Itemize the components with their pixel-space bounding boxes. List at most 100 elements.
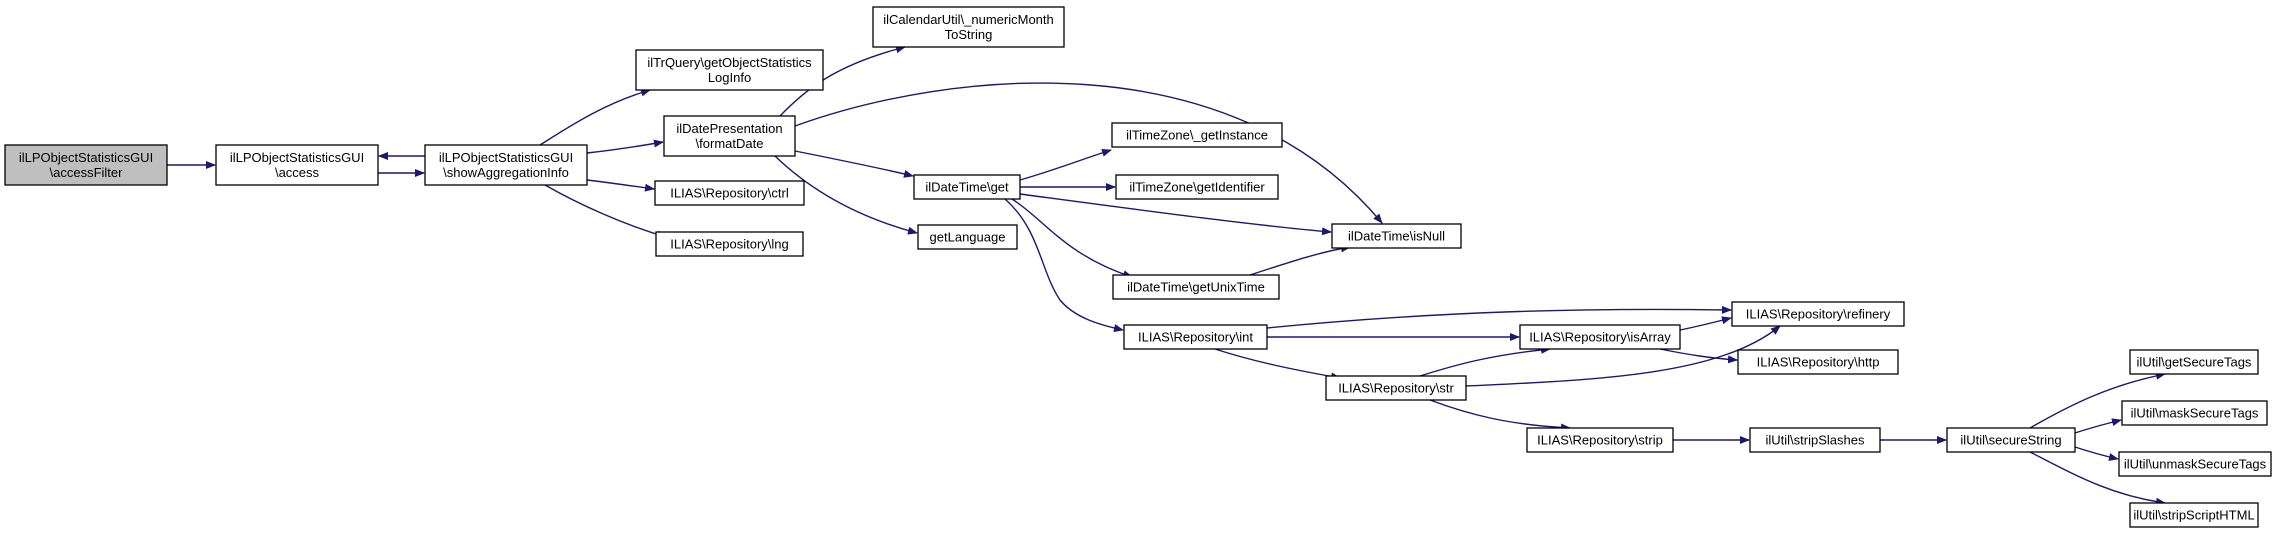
node-box — [1749, 427, 1881, 453]
node-label-line: ILIAS\Repository\ctrl — [670, 186, 789, 201]
node-isNull[interactable]: ilDateTime\isNull — [1331, 223, 1462, 249]
node-formatDate[interactable]: ilDatePresentation\formatDate — [663, 115, 796, 157]
edge-showAggregationInfo-to-repo_lng — [544, 184, 667, 239]
edge-dateTimeGet-to-repo_int — [1004, 198, 1124, 332]
node-box — [1112, 274, 1280, 300]
edge-secureString-to-stripScriptHTML — [2029, 451, 2166, 506]
node-box — [872, 6, 1065, 48]
edge-dateTimeGet-to-getUnixTime — [1011, 198, 1133, 278]
edge-showAggregationInfo-to-formatDate — [586, 139, 664, 154]
node-tzGetIdentifier[interactable]: ilTimeZone\getIdentifier — [1115, 174, 1279, 200]
node-box — [2118, 451, 2272, 477]
edge-getUnixTime-to-isNull — [1249, 244, 1351, 276]
node-label-line: ILIAS\Repository\lng — [670, 237, 789, 252]
edge-repo_int-to-repo_refinery — [1266, 305, 1732, 329]
node-box — [424, 144, 588, 186]
node-box — [1331, 223, 1462, 249]
edge-repo_isArray-to-repo_refinery — [1679, 316, 1732, 331]
node-box — [1526, 427, 1674, 453]
node-label-line: ILIAS\Repository\int — [1138, 330, 1253, 345]
edge-dateTimeGet-to-isNull — [1019, 193, 1332, 236]
node-label-line: ToString — [945, 27, 993, 42]
node-label-line: ilLPObjectStatisticsGUI — [19, 150, 153, 165]
node-unmaskSecureTags[interactable]: ilUtil\unmaskSecureTags — [2118, 451, 2272, 477]
node-showAggregationInfo[interactable]: ilLPObjectStatisticsGUI\showAggregationI… — [424, 144, 588, 186]
node-stripScriptHTML[interactable]: ilUtil\stripScriptHTML — [2129, 502, 2259, 528]
node-secureString[interactable]: ilUtil\secureString — [1946, 427, 2076, 453]
edge-repo_int-to-repo_str — [1214, 348, 1341, 381]
node-label-line: ilUtil\getSecureTags — [2137, 355, 2252, 370]
node-repo_refinery[interactable]: ILIAS\Repository\refinery — [1731, 301, 1905, 327]
node-maskSecureTags[interactable]: ilUtil\maskSecureTags — [2121, 400, 2268, 426]
node-stripSlashes[interactable]: ilUtil\stripSlashes — [1749, 427, 1881, 453]
node-box — [1946, 427, 2076, 453]
node-repo_strip[interactable]: ILIAS\Repository\strip — [1526, 427, 1674, 453]
node-box — [663, 115, 796, 157]
node-label-line: ilDateTime\isNull — [1348, 229, 1445, 244]
node-label-line: LogInfo — [708, 70, 751, 85]
edge-repo_isArray-to-repo_http — [1659, 348, 1738, 364]
node-box — [1123, 324, 1268, 350]
node-box — [654, 180, 805, 206]
node-box — [913, 174, 1021, 200]
node-box — [635, 49, 824, 91]
node-box — [2121, 400, 2268, 426]
node-getUnixTime[interactable]: ilDateTime\getUnixTime — [1112, 274, 1280, 300]
edge-formatDate-to-isNull — [794, 82, 1383, 224]
node-label-line: ilUtil\secureString — [1960, 433, 2061, 448]
node-label-line: ilLPObjectStatisticsGUI — [439, 150, 573, 165]
node-label-line: ilCalendarUtil\_numericMonth — [883, 12, 1054, 27]
node-layer: ilLPObjectStatisticsGUI\accessFilterilLP… — [4, 6, 2272, 528]
node-box — [1115, 174, 1279, 200]
node-box — [2129, 502, 2259, 528]
node-box — [917, 224, 1018, 250]
node-label-line: ilLPObjectStatisticsGUI — [230, 150, 364, 165]
edge-secureString-to-maskSecureTags — [2074, 418, 2122, 434]
node-repo_str[interactable]: ILIAS\Repository\str — [1325, 375, 1467, 401]
edge-repo_str-to-repo_refinery — [1465, 325, 1781, 387]
node-label-line: \accessFilter — [50, 165, 124, 180]
node-label-line: ilUtil\unmaskSecureTags — [2124, 457, 2267, 472]
node-label-line: ilTrQuery\getObjectStatistics — [647, 55, 812, 70]
node-repo_isArray[interactable]: ILIAS\Repository\isArray — [1519, 324, 1681, 350]
node-repo_int[interactable]: ILIAS\Repository\int — [1123, 324, 1268, 350]
node-label-line: ILIAS\Repository\str — [1338, 381, 1454, 396]
node-repo_lng[interactable]: ILIAS\Repository\lng — [655, 231, 804, 257]
edge-formatDate-to-dateTimeGet — [794, 150, 914, 178]
node-box — [1325, 375, 1467, 401]
edge-dateTimeGet-to-tzGetInstance — [1019, 148, 1112, 181]
node-label-line: ilTimeZone\getIdentifier — [1129, 180, 1265, 195]
node-box — [1737, 349, 1899, 375]
node-label-line: ilTimeZone\_getInstance — [1126, 128, 1268, 143]
node-getSecureTags[interactable]: ilUtil\getSecureTags — [2129, 349, 2259, 375]
node-label-line: ilUtil\maskSecureTags — [2131, 406, 2259, 421]
node-box — [4, 144, 168, 186]
node-label-line: ILIAS\Repository\isArray — [1529, 330, 1671, 345]
node-dateTimeGet[interactable]: ilDateTime\get — [913, 174, 1021, 200]
node-repo_ctrl[interactable]: ILIAS\Repository\ctrl — [654, 180, 805, 206]
node-accessFilter[interactable]: ilLPObjectStatisticsGUI\accessFilter — [4, 144, 168, 186]
node-label-line: getLanguage — [930, 230, 1006, 245]
edge-repo_str-to-repo_isArray — [1419, 345, 1551, 377]
node-tzGetInstance[interactable]: ilTimeZone\_getInstance — [1111, 122, 1283, 148]
node-label-line: ilDateTime\getUnixTime — [1127, 280, 1265, 295]
edge-layer — [167, 45, 2166, 506]
node-access[interactable]: ilLPObjectStatisticsGUI\access — [215, 144, 379, 186]
node-label-line: ILIAS\Repository\refinery — [1746, 307, 1891, 322]
edge-repo_str-to-repo_strip — [1429, 399, 1571, 432]
node-getLanguage[interactable]: getLanguage — [917, 224, 1018, 250]
edge-showAggregationInfo-to-repo_ctrl — [586, 179, 655, 192]
node-label-line: ILIAS\Repository\strip — [1537, 433, 1663, 448]
node-box — [2129, 349, 2259, 375]
node-label-line: \access — [275, 165, 320, 180]
node-label-line: ilUtil\stripSlashes — [1766, 433, 1865, 448]
node-repo_http[interactable]: ILIAS\Repository\http — [1737, 349, 1899, 375]
node-box — [1519, 324, 1681, 350]
edge-formatDate-to-getLanguage — [774, 155, 918, 235]
edge-secureString-to-getSecureTags — [2029, 371, 2166, 429]
node-label-line: ilDateTime\get — [925, 180, 1009, 195]
node-box — [215, 144, 379, 186]
